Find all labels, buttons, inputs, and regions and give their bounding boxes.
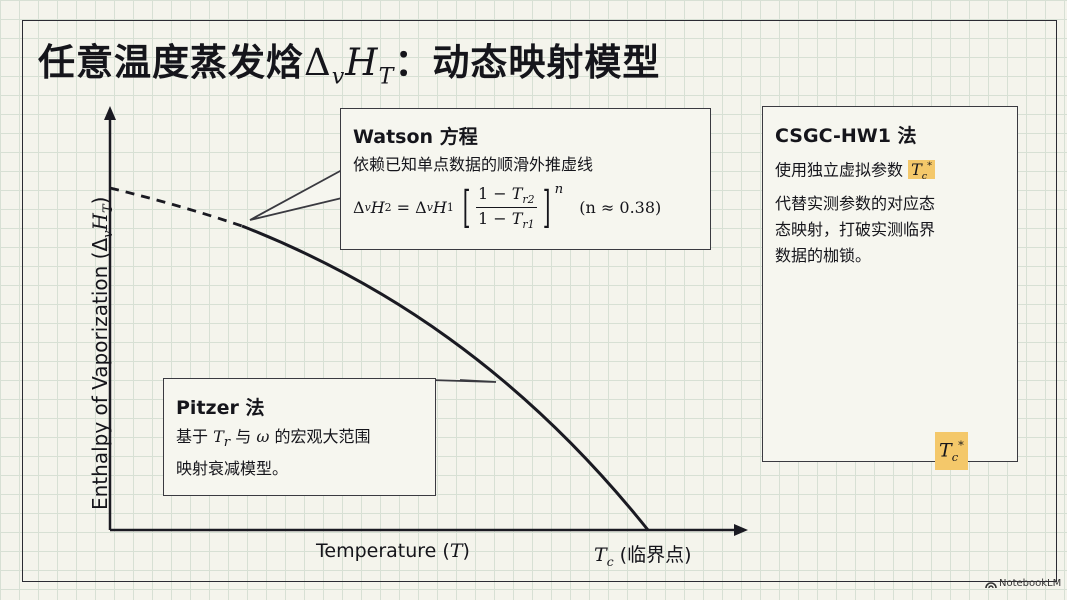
watson-exponent-note: (n ≈ 0.38): [579, 198, 662, 218]
watson-dashed-curve: [109, 186, 243, 228]
page-title: 任意温度蒸发焓ΔvHT：动态映射模型: [38, 41, 661, 90]
csgc-line-4: 数据的枷锁。: [775, 245, 872, 265]
csgc-hw1-panel: CSGC-HW1 法 使用独立虚拟参数 Tc* 代替实测参数的对应态 态映射，打…: [762, 106, 1018, 462]
watson-callout-pointer: [249, 169, 343, 221]
notebooklm-icon: [985, 581, 997, 588]
pitzer-line-1: 基于 Tr 与 ω 的宏观大范围: [176, 427, 371, 451]
slide-frame: [22, 20, 1057, 582]
watson-title: Watson 方程: [353, 126, 478, 148]
pitzer-line-2: 映射衰减模型。: [176, 459, 289, 479]
csgc-line-1: 使用独立虚拟参数 Tc*: [775, 154, 1005, 191]
watson-description: 依赖已知单点数据的顺滑外推虚线: [353, 155, 594, 174]
y-axis-arrow-icon: [104, 106, 116, 120]
csgc-line-3: 态映射，打破实测临界: [775, 219, 936, 239]
virtual-tc-highlight: Tc*: [908, 160, 935, 183]
y-axis: [104, 106, 116, 530]
mini-chart-tc-label: Tc*: [935, 432, 968, 471]
y-axis-label: Enthalpy of Vaporization (ΔvHT): [88, 196, 116, 510]
pitzer-callout: Pitzer 法 基于 Tr 与 ω 的宏观大范围 映射衰减模型。: [163, 378, 436, 496]
x-axis-arrow-icon: [734, 524, 748, 536]
x-axis: [110, 524, 748, 536]
csgc-line-2: 代替实测参数的对应态: [775, 193, 936, 213]
x-axis-label: Temperature (T): [316, 540, 470, 562]
enthalpy-curve: [241, 224, 650, 531]
pitzer-title: Pitzer 法: [176, 397, 265, 419]
pitzer-callout-pointer: [429, 379, 497, 383]
critical-point-label: Tc (临界点): [594, 544, 692, 569]
notebooklm-watermark: NotebookLM: [985, 578, 1061, 589]
csgc-title: CSGC-HW1 法: [775, 125, 917, 147]
